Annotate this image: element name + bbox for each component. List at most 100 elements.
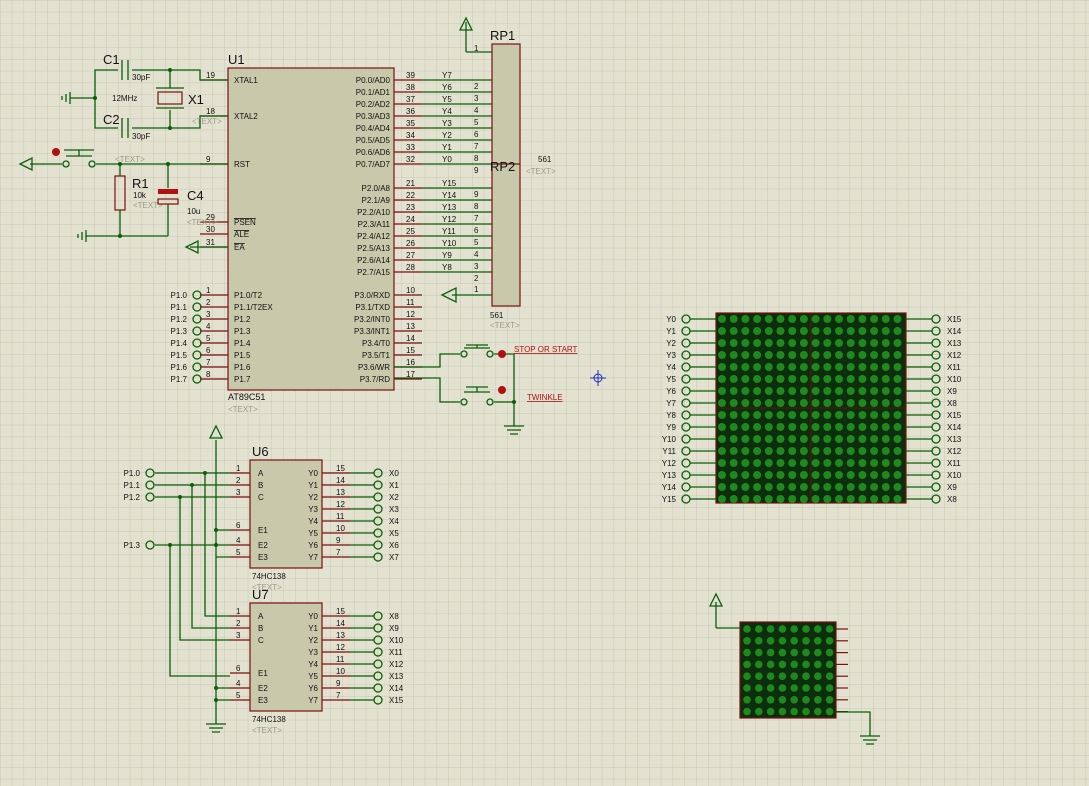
- matrix-col-terminal[interactable]: [931, 446, 941, 456]
- reset-button-indicator[interactable]: [52, 148, 60, 156]
- matrix-row-terminal[interactable]: [681, 446, 691, 456]
- decoder-input-terminal[interactable]: [145, 480, 155, 490]
- p1-terminal[interactable]: [192, 374, 202, 384]
- decoder-output-terminal[interactable]: [373, 480, 383, 490]
- u1-pin-name: P0.6/AD6: [356, 148, 391, 157]
- led-dot: [823, 447, 832, 455]
- rp1-resistor-pack[interactable]: RP1 RP2 561 <TEXT> 561 <TEXT> 1 1: [440, 16, 556, 330]
- decoder-output-terminal[interactable]: [373, 468, 383, 478]
- matrix-row-terminal[interactable]: [681, 362, 691, 372]
- matrix-row-terminal[interactable]: [681, 482, 691, 492]
- decoder-output-terminal[interactable]: [373, 504, 383, 514]
- led-dot: [753, 327, 762, 335]
- matrix-col-terminal[interactable]: [931, 410, 941, 420]
- decoder-pin-name: Y7: [308, 696, 318, 705]
- led-dot: [729, 411, 738, 419]
- matrix-row-terminal[interactable]: [681, 470, 691, 480]
- matrix-col-terminal[interactable]: [931, 398, 941, 408]
- u1-body[interactable]: [227, 67, 395, 391]
- decoder-enable-terminal[interactable]: [145, 540, 155, 550]
- decoder-output-terminal[interactable]: [373, 635, 383, 645]
- led-dot: [743, 684, 751, 692]
- oscillator-circuit: C1 30pF C2 30pF X1 12MHz <TEXT>: [61, 52, 228, 141]
- decoder-input-terminal[interactable]: [145, 492, 155, 502]
- matrix-col-terminal[interactable]: [931, 326, 941, 336]
- matrix-col-terminal[interactable]: [931, 470, 941, 480]
- decoder-output-terminal[interactable]: [373, 623, 383, 633]
- matrix-col-terminal[interactable]: [931, 494, 941, 504]
- matrix-row-terminal[interactable]: [681, 350, 691, 360]
- matrix-row-terminal[interactable]: [681, 422, 691, 432]
- rp-pin-num: 3: [474, 94, 479, 103]
- decoder-output-terminal[interactable]: [373, 695, 383, 705]
- p1-terminal[interactable]: [192, 314, 202, 324]
- matrix-col-terminal[interactable]: [931, 338, 941, 348]
- matrix-row-terminal[interactable]: [681, 386, 691, 396]
- led-dot: [755, 707, 763, 716]
- decoder-output-terminal[interactable]: [373, 647, 383, 657]
- p1-terminal[interactable]: [192, 302, 202, 312]
- u1-pin-num: 1: [206, 286, 211, 295]
- led-dot: [802, 648, 810, 657]
- matrix-col-terminal[interactable]: [931, 422, 941, 432]
- led-dot: [858, 375, 867, 383]
- led-dot: [858, 327, 867, 335]
- p1-terminal[interactable]: [192, 350, 202, 360]
- p1-terminal[interactable]: [192, 326, 202, 336]
- matrix-row-terminal[interactable]: [681, 398, 691, 408]
- matrix-row-terminal[interactable]: [681, 338, 691, 348]
- matrix-col-terminal[interactable]: [931, 362, 941, 372]
- matrix-col-terminal[interactable]: [931, 482, 941, 492]
- stop-start-button[interactable]: STOP OR START: [394, 344, 578, 420]
- led-dot: [814, 637, 822, 645]
- decoder-pin-num: 4: [236, 679, 241, 688]
- matrix-row-terminal[interactable]: [681, 458, 691, 468]
- decoder-output-terminal[interactable]: [373, 516, 383, 526]
- matrix-col-terminal[interactable]: [931, 386, 941, 396]
- x1-crystal[interactable]: X1 12MHz <TEXT>: [112, 70, 222, 128]
- matrix-row-terminal[interactable]: [681, 410, 691, 420]
- decoder-input-terminal[interactable]: [145, 468, 155, 478]
- led-dot: [881, 387, 890, 395]
- decoder-output-terminal[interactable]: [373, 683, 383, 693]
- matrix-row-terminal[interactable]: [681, 494, 691, 504]
- decoder-output-terminal[interactable]: [373, 659, 383, 669]
- p1-terminal[interactable]: [192, 338, 202, 348]
- led-dot: [788, 375, 797, 383]
- c2-capacitor[interactable]: C2 30pF: [103, 112, 150, 141]
- p1-terminal[interactable]: [192, 290, 202, 300]
- matrix-row-terminal[interactable]: [681, 326, 691, 336]
- c1-capacitor[interactable]: C1 30pF: [103, 52, 150, 82]
- net-label: Y7: [442, 71, 452, 80]
- matrix-col-terminal[interactable]: [931, 314, 941, 324]
- decoder-pin-name: E3: [258, 696, 268, 705]
- c4-capacitor[interactable]: [158, 189, 178, 194]
- decoder-output-terminal[interactable]: [373, 528, 383, 538]
- decoder-pin-name: B: [258, 624, 263, 633]
- decoder-pin-num: 15: [336, 607, 345, 616]
- twinkle-button[interactable]: TWINKLE: [394, 377, 563, 406]
- matrix-col-terminal[interactable]: [931, 434, 941, 444]
- decoder-output-terminal[interactable]: [373, 552, 383, 562]
- u1-pin-num: 25: [406, 227, 415, 236]
- decoder-output-terminal[interactable]: [373, 671, 383, 681]
- led-matrix-8x8[interactable]: [708, 592, 880, 745]
- led-dot: [718, 495, 726, 503]
- matrix-row-terminal[interactable]: [681, 434, 691, 444]
- p1-terminal[interactable]: [192, 362, 202, 372]
- matrix-row-terminal[interactable]: [681, 314, 691, 324]
- matrix-col-terminal[interactable]: [931, 374, 941, 384]
- matrix-row-terminal[interactable]: [681, 374, 691, 384]
- decoder-output-terminal[interactable]: [373, 540, 383, 550]
- matrix-col-terminal[interactable]: [931, 458, 941, 468]
- matrix-col-terminal[interactable]: [931, 350, 941, 360]
- u1-microcontroller[interactable]: U1 AT89C51 <TEXT> 19XTAL118XTAL29RST29PS…: [200, 52, 492, 414]
- led-dot: [846, 387, 855, 395]
- r1-resistor[interactable]: [114, 175, 126, 211]
- decoder-output-terminal[interactable]: [373, 492, 383, 502]
- decoder-output-terminal[interactable]: [373, 611, 383, 621]
